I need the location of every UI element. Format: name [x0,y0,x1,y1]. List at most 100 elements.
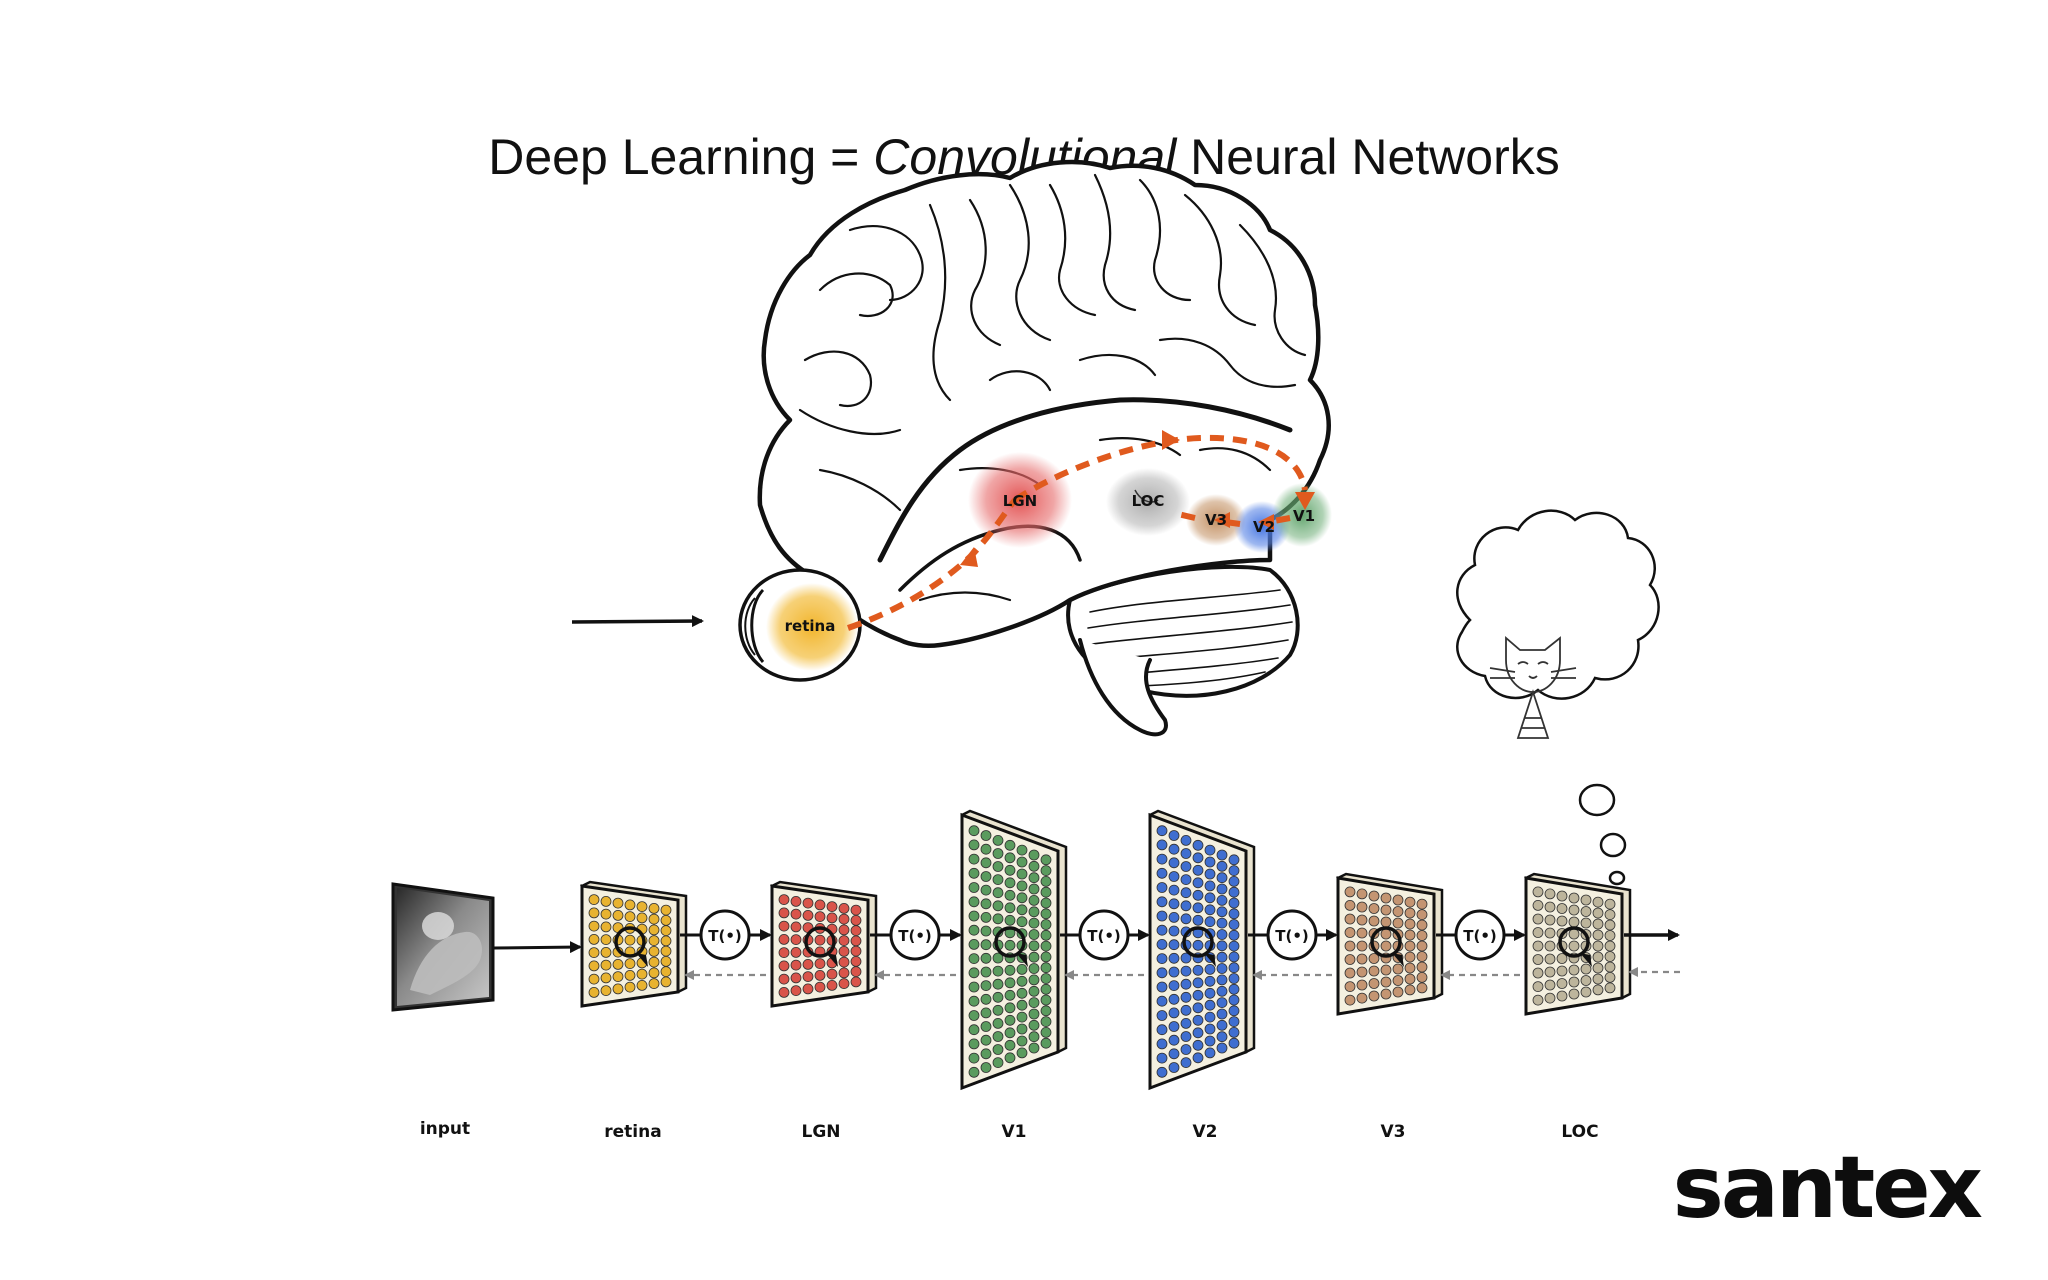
unit [600,959,612,971]
layer-retina-units [588,894,672,998]
visual-pathway [847,434,1308,631]
unit [1592,896,1604,908]
unit [1568,916,1580,928]
unit [1368,903,1380,914]
unit [1180,874,1192,885]
unit [1168,952,1180,964]
unit [1556,965,1568,977]
unit [1040,865,1052,876]
unit [1192,852,1204,864]
unit [648,913,660,925]
layer-v2 [1148,809,1256,1091]
cat-sketch [1489,636,1577,739]
unit [1404,907,1416,919]
unit [1356,953,1368,965]
cnn-layers: T(•)T(•)T(•)T(•)T(•) [579,809,1680,1091]
unit [1416,940,1428,952]
transform-node [699,909,751,961]
unit [1156,995,1168,1007]
bubble-small [1608,870,1626,886]
title-suffix: Neural Networks [1176,129,1560,185]
unit [790,934,802,945]
unit [1016,975,1028,987]
unit [1580,906,1592,917]
unit [968,867,980,879]
unit [968,839,980,851]
unit [992,952,1004,964]
unit [648,967,660,979]
unit [588,960,600,972]
label-v2: V2 [1253,518,1275,536]
unit [968,825,980,837]
unit [968,953,980,964]
unit [1180,913,1192,925]
unit [1028,917,1040,929]
unit [1544,901,1556,913]
unit [838,924,850,936]
unit [1156,867,1168,879]
unit [790,908,802,920]
unit [802,971,814,982]
unit [1216,1042,1228,1054]
unit [1204,892,1216,904]
layer-retina [579,880,688,1008]
unit [1004,964,1016,976]
unit [1228,897,1240,909]
unit [1580,963,1592,975]
unit [790,972,802,984]
label-v3: V3 [1205,511,1227,529]
unit [1228,962,1240,974]
unit [802,897,814,909]
eye [738,568,862,682]
stage-labels: input retina LGN V1 V2 V3 LOC [420,1119,1599,1142]
unit [992,887,1004,899]
unit [1368,965,1380,977]
unit [1156,953,1168,964]
unit [1016,1023,1028,1035]
unit [1532,913,1544,925]
unit [1604,919,1616,931]
unit [1180,1044,1192,1055]
unit [850,976,862,988]
unit [1580,986,1592,998]
unit [648,956,660,968]
unit [1040,1005,1052,1017]
unit [1404,962,1416,974]
unit [1028,872,1040,884]
unit [992,1044,1004,1055]
unit [648,924,660,936]
unit [1028,985,1040,997]
unit [1228,1005,1240,1017]
unit [1180,848,1192,859]
unit [1004,877,1016,889]
unit [1204,1023,1216,1035]
unit [1216,917,1228,929]
unit [1380,916,1392,928]
unit [1228,865,1240,876]
unit [1156,896,1168,908]
unit [1168,1062,1180,1073]
unit [1168,830,1180,841]
unit [1216,963,1228,974]
unit [1180,861,1192,872]
unit [1192,839,1204,851]
unit [980,1021,992,1032]
unit [1192,1052,1204,1064]
unit [980,898,992,910]
unit [1156,981,1168,993]
unit [1604,951,1616,962]
unit [1004,1002,1016,1014]
unit [1016,1047,1028,1059]
unit [1556,890,1568,902]
unit [612,897,624,909]
brainstem [1078,638,1168,737]
title-prefix: Deep Learning = [488,129,874,185]
unit [1532,954,1544,965]
unit [1004,852,1016,864]
unit [1040,908,1052,920]
unit [1180,1018,1192,1029]
unit [1580,894,1592,906]
unit [1040,929,1052,941]
unit [992,913,1004,925]
unit [1404,984,1416,996]
